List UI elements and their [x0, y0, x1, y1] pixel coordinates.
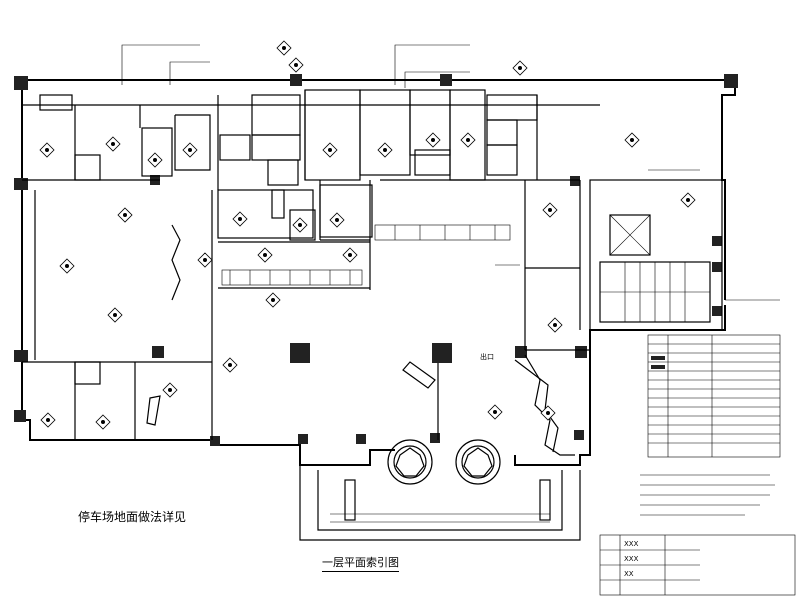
title-block — [599, 534, 796, 596]
legend-table — [647, 334, 781, 458]
top-rooms — [22, 89, 600, 330]
central-rooms — [217, 180, 590, 351]
notes-block — [640, 474, 775, 516]
leader-lines — [121, 44, 780, 301]
stair-core — [589, 179, 723, 331]
entrance-rosettes — [387, 439, 501, 485]
lobby — [299, 354, 581, 541]
title-block-cell-3: XX — [624, 570, 634, 578]
title-block-cell-1: XXX — [624, 540, 639, 548]
index-markers — [39, 40, 696, 430]
left-hall — [22, 190, 213, 440]
entrance-label: 出口 — [480, 353, 494, 361]
parking-floor-note: 停车场地面做法详见 — [78, 510, 187, 524]
structural-columns — [14, 74, 738, 446]
plan-title: 一层平面索引图 — [322, 554, 399, 572]
title-block-cell-2: XXX — [624, 555, 639, 563]
